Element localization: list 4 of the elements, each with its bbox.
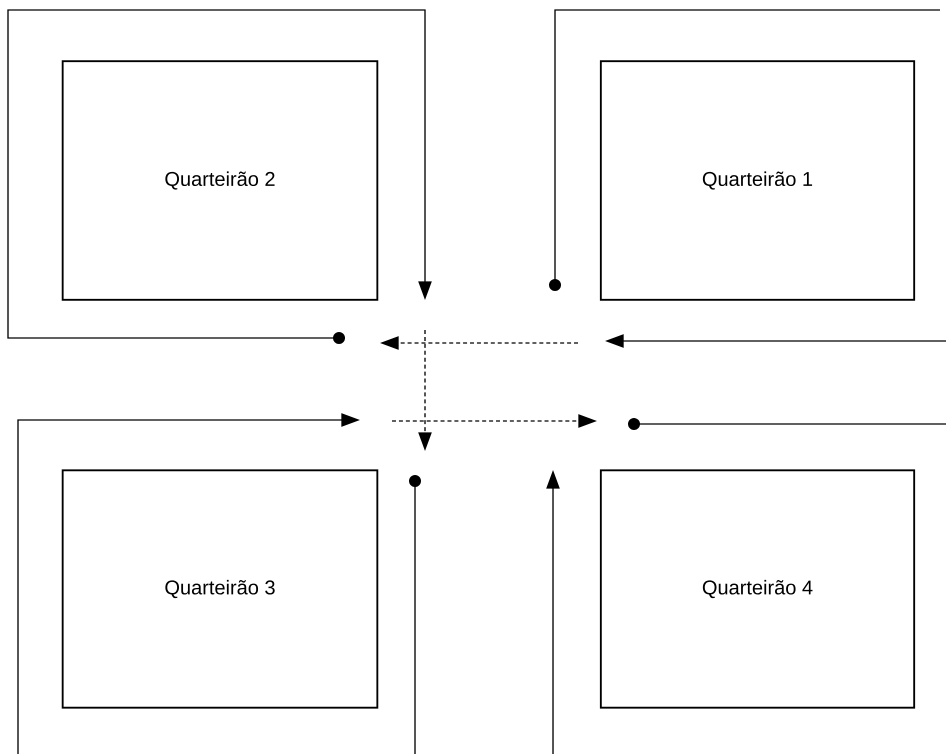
block-box: Quarteirão 1 bbox=[600, 60, 916, 301]
block-box: Quarteirão 3 bbox=[62, 469, 378, 709]
block-box: Quarteirão 2 bbox=[62, 60, 378, 301]
block-box: Quarteirão 4 bbox=[600, 469, 916, 709]
